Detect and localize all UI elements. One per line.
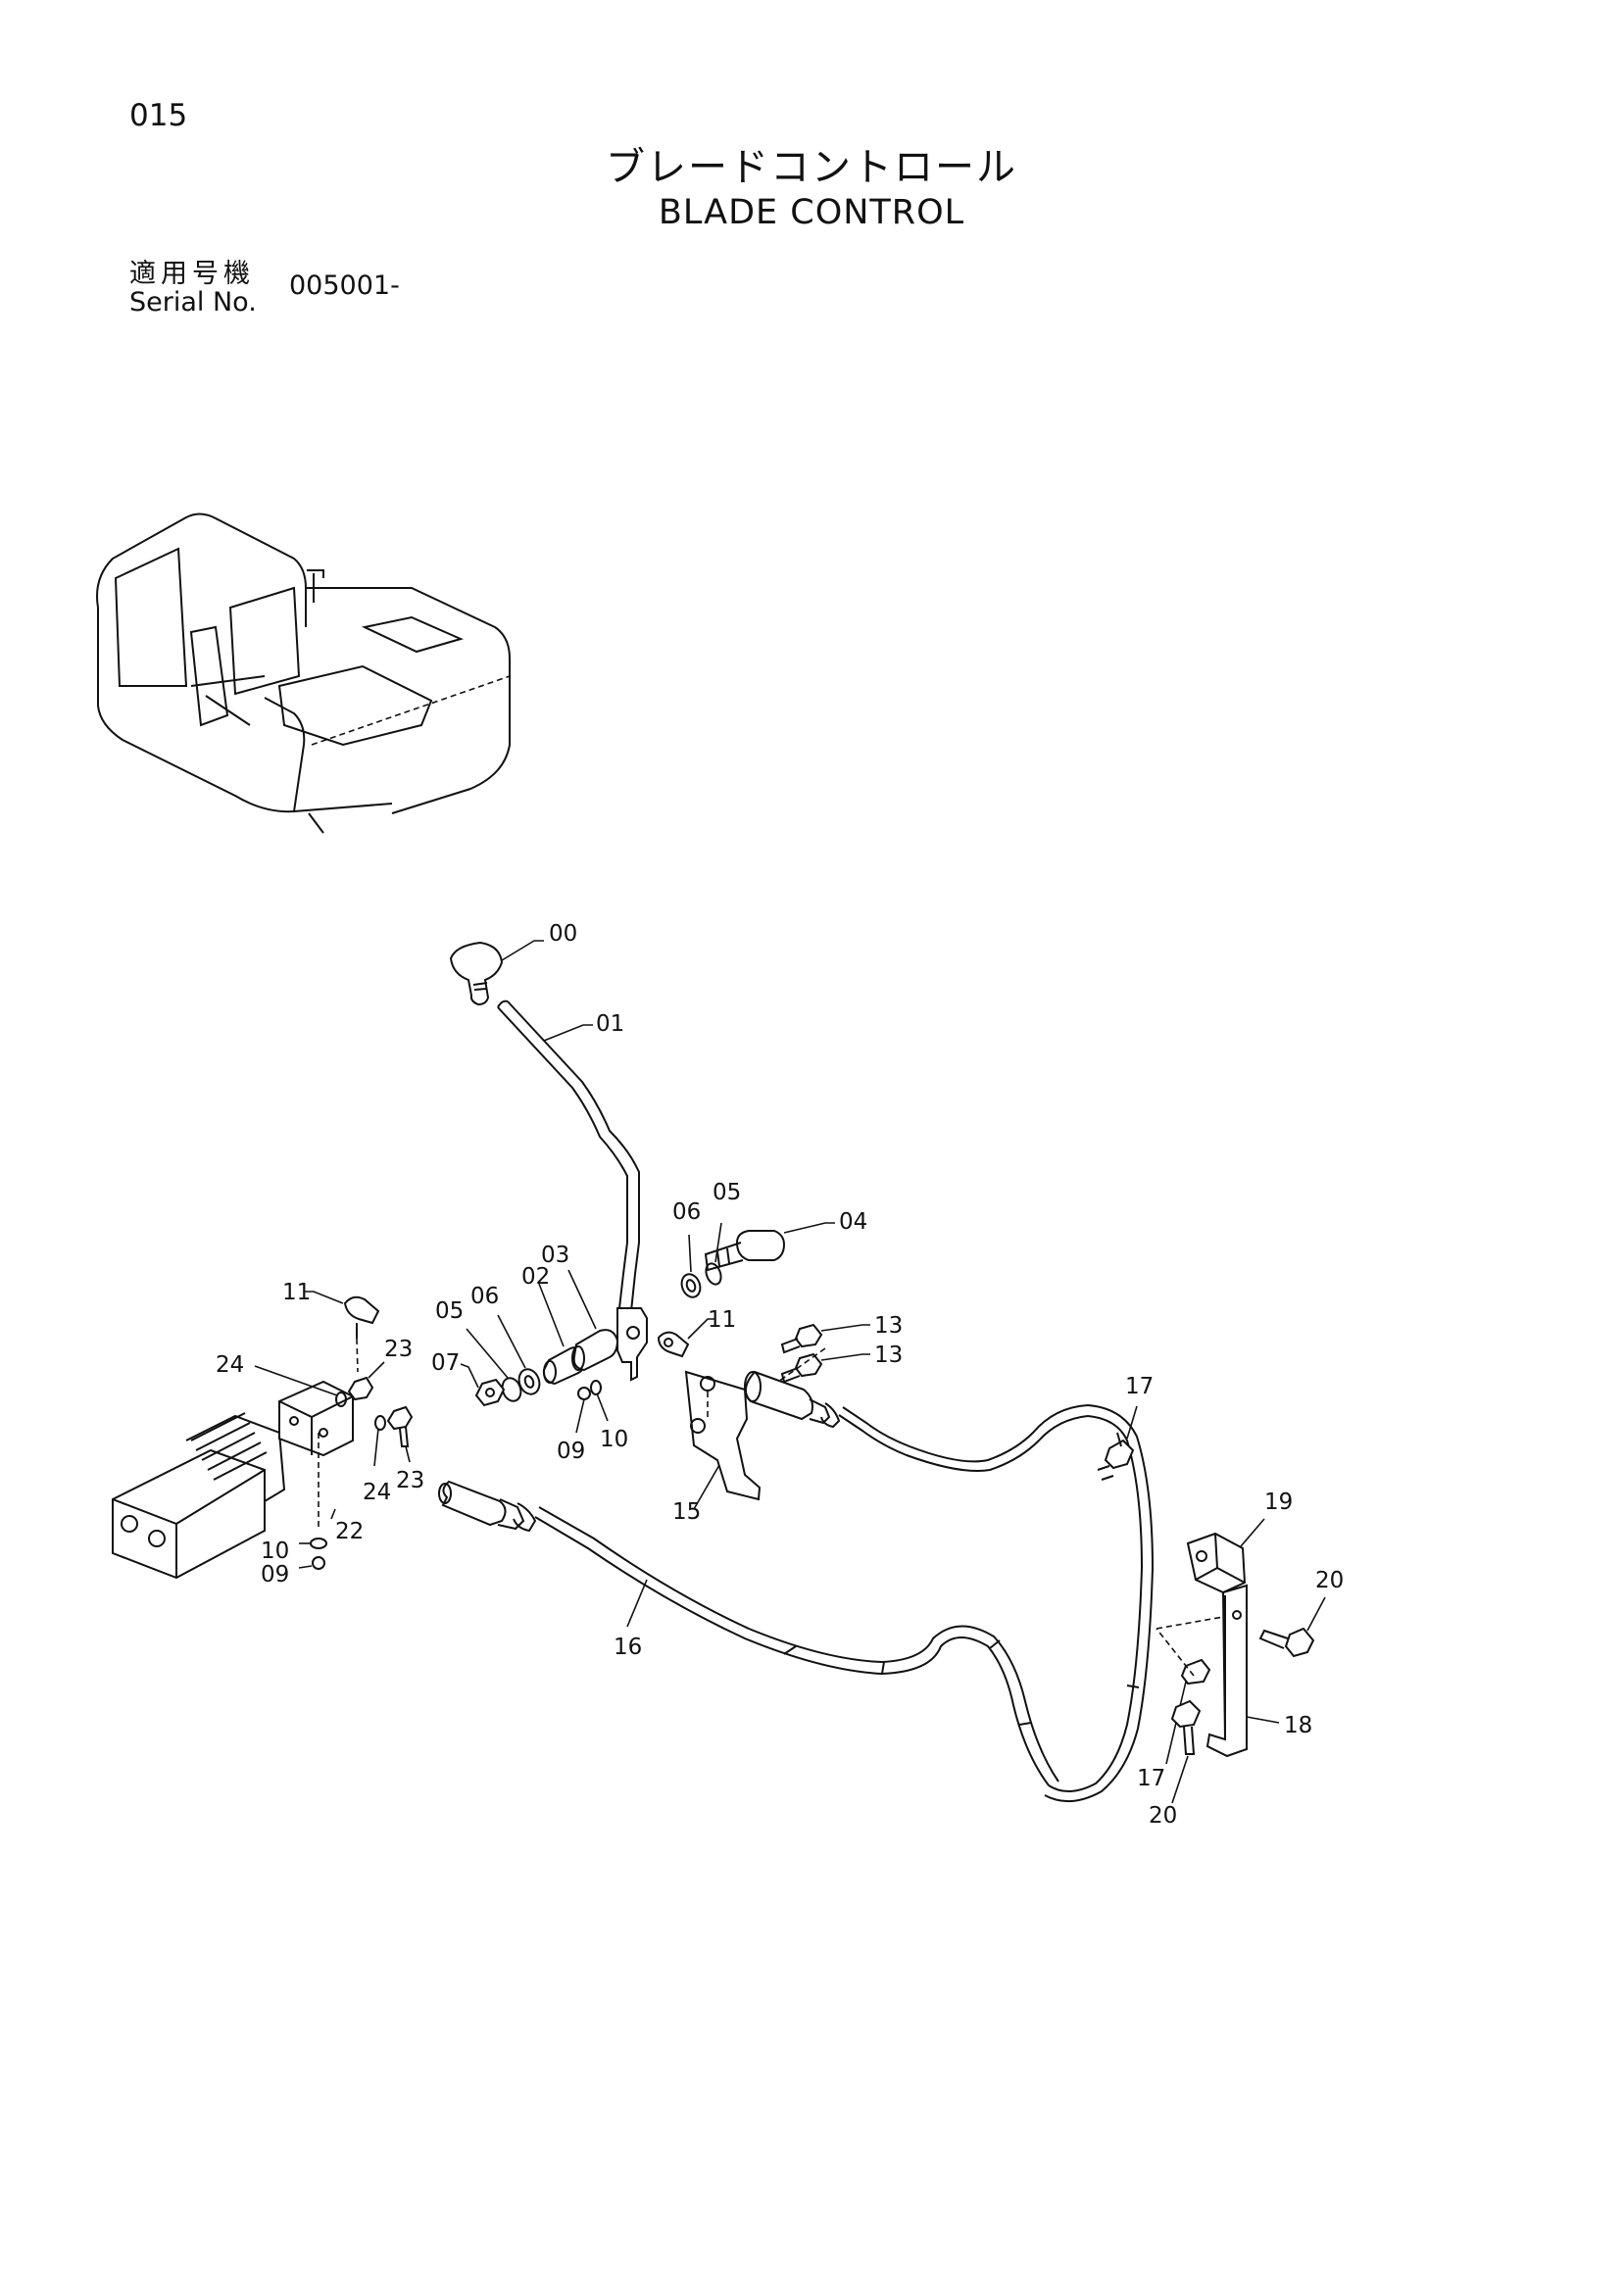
callout-23-lower: 23 — [396, 1468, 424, 1493]
callout-01: 01 — [596, 1011, 624, 1037]
part-washer-24-lower — [373, 1415, 386, 1467]
callout-00: 00 — [549, 921, 577, 947]
part-cable-16 — [438, 1480, 1059, 1786]
callout-20-right: 20 — [1315, 1568, 1344, 1593]
callout-03: 03 — [541, 1243, 569, 1268]
callout-10-center: 10 — [600, 1427, 628, 1452]
part-washer-10-center — [590, 1380, 609, 1422]
part-bracket-19 — [1186, 1518, 1265, 1594]
part-bolt-13-upper — [780, 1323, 870, 1354]
callout-17-lower: 17 — [1137, 1766, 1165, 1791]
part-bracket-18 — [1156, 1584, 1280, 1758]
callout-16: 16 — [614, 1635, 642, 1660]
part-washer-06 — [680, 1234, 702, 1298]
part-bolt-20-lower — [1170, 1699, 1202, 1804]
part-washer-06-left — [497, 1314, 541, 1395]
part-bracket-15 — [684, 1347, 826, 1510]
callout-10-left: 10 — [261, 1539, 289, 1564]
part-washer-10-left — [299, 1538, 327, 1549]
callout-06-right: 06 — [672, 1199, 701, 1225]
callout-22: 22 — [335, 1519, 364, 1544]
part-ball-joint-11-center — [657, 1318, 715, 1358]
callout-20-lower: 20 — [1149, 1803, 1177, 1829]
callout-24-upper: 24 — [216, 1352, 244, 1378]
part-link-22 — [318, 1433, 336, 1529]
part-bolt-23-upper — [347, 1361, 385, 1401]
part-washer-05 — [705, 1222, 722, 1286]
callout-02: 02 — [521, 1264, 550, 1290]
part-bolt-23-lower — [386, 1405, 414, 1463]
callout-05-right: 05 — [713, 1180, 741, 1205]
callout-15: 15 — [672, 1499, 701, 1525]
callout-11-left: 11 — [282, 1280, 311, 1305]
callout-18: 18 — [1284, 1713, 1312, 1738]
serial-value: 005001- — [289, 270, 400, 301]
callout-19: 19 — [1264, 1490, 1293, 1515]
part-nut-07 — [460, 1363, 506, 1407]
part-nut-09-center — [575, 1387, 591, 1434]
callout-04: 04 — [839, 1209, 867, 1235]
callout-11-center: 11 — [708, 1307, 736, 1333]
page-title-japanese: ブレードコントロール — [606, 145, 1017, 190]
serial-label: Serial No. — [129, 287, 257, 318]
callout-09-center: 09 — [557, 1439, 585, 1464]
callout-23-upper: 23 — [384, 1337, 413, 1362]
part-lever-01 — [497, 1000, 648, 1382]
part-nut-09-left — [298, 1556, 325, 1570]
part-control-valve — [112, 1380, 354, 1580]
callout-13-upper: 13 — [874, 1313, 903, 1339]
part-bushing-03 — [567, 1269, 619, 1372]
part-knob-00 — [449, 940, 544, 1006]
callout-24-lower: 24 — [363, 1480, 391, 1505]
callout-17-upper: 17 — [1125, 1374, 1154, 1399]
part-washer-24-upper — [254, 1365, 347, 1407]
machine-overview-sketch — [96, 513, 511, 834]
serial-label-japanese: 適用号機 — [129, 259, 255, 289]
part-bolt-13-lower — [780, 1352, 870, 1384]
part-bolt-04 — [704, 1222, 835, 1272]
part-cable-upper — [744, 1370, 1155, 1802]
callout-07: 07 — [431, 1350, 460, 1376]
part-bolt-20-right — [1258, 1596, 1326, 1658]
page-number: 015 — [129, 98, 188, 133]
callout-06-left: 06 — [470, 1284, 499, 1309]
callout-09-left: 09 — [261, 1562, 289, 1588]
part-clamp-17-upper — [1104, 1405, 1138, 1470]
page-title: BLADE CONTROL — [658, 193, 965, 232]
callout-05-left: 05 — [435, 1298, 464, 1324]
callout-13-lower: 13 — [874, 1343, 903, 1368]
part-ball-joint-11-left — [304, 1291, 380, 1373]
